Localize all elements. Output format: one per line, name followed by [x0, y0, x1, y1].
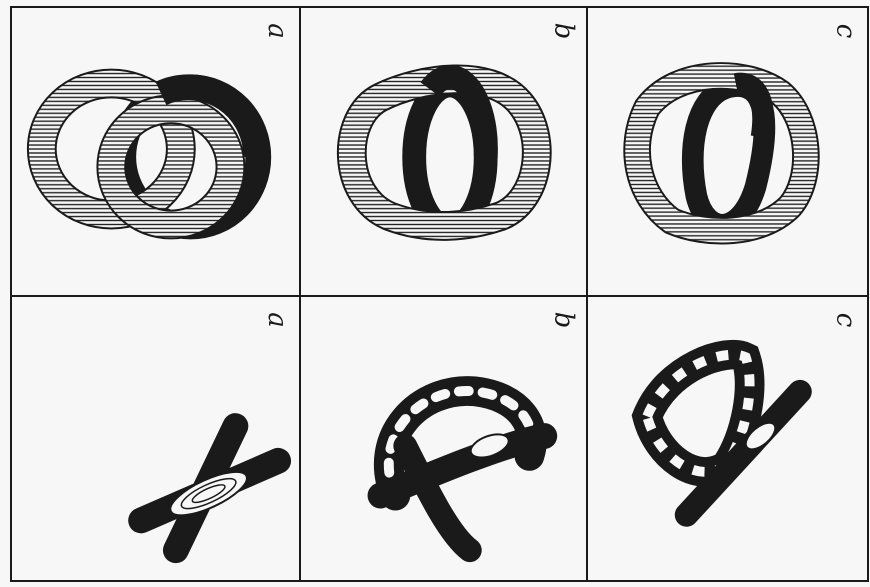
- two-linked-rings-icon: [12, 8, 299, 295]
- linked-loop-3d-icon: [588, 297, 867, 580]
- panel-bottom-c: c: [588, 297, 867, 580]
- panel-bottom-a: a: [12, 297, 301, 580]
- panel-top-a: a: [12, 8, 301, 297]
- panel-bottom-b: b: [301, 297, 588, 580]
- deformed-linked-rings-icon: [588, 8, 867, 295]
- panel-top-c: c: [588, 8, 867, 297]
- crossed-tubes-icon: [12, 297, 299, 580]
- linked-tubes-3d-icon: [301, 297, 586, 580]
- twisted-linked-rings-icon: [301, 8, 586, 295]
- panel-grid: a b: [10, 6, 869, 582]
- panel-top-b: b: [301, 8, 588, 297]
